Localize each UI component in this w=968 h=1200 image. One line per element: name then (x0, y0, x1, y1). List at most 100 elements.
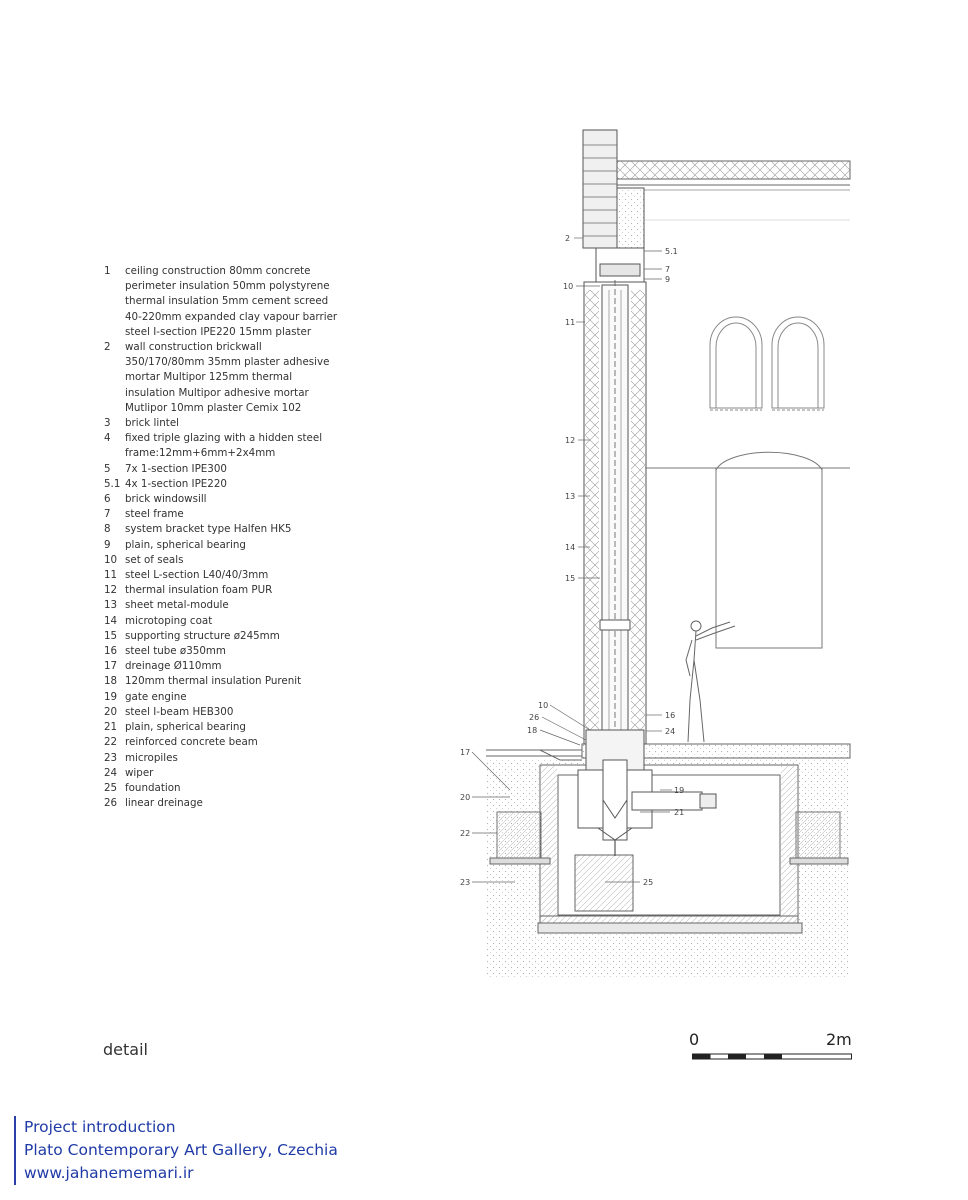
legend-text: brick lintel (125, 417, 180, 430)
legend-number: 4 (104, 432, 111, 445)
legend-number: 17 (104, 660, 118, 673)
gallery-opening (645, 451, 850, 649)
legend-item: 24 wiper (104, 766, 344, 781)
legend-number: 19 (104, 690, 118, 703)
steel-frame (599, 263, 641, 277)
callout-label: 15 (565, 574, 575, 583)
legend-item: 19 gate engine (104, 690, 344, 705)
legend-text: thermal insulation foam PUR (125, 584, 273, 597)
legend-item: 2 wall construction brickwall 350/170/80m… (104, 340, 344, 416)
gate-engine-motor (699, 793, 717, 809)
arched-window (709, 316, 763, 411)
callout-label: 21 (674, 808, 684, 817)
callout-label: 10 (538, 701, 548, 710)
legend-number: 2 (104, 341, 111, 354)
credit-website-link[interactable]: www.jahanememari.ir (24, 1164, 194, 1182)
legend-text: plain, spherical bearing (125, 721, 246, 734)
coupler (599, 619, 631, 631)
legend-text: wall construction brickwall 350/170/80mm… (125, 341, 330, 414)
callout-label: 2 (565, 234, 570, 243)
credit-block: Project introduction Plato Contemporary … (14, 1116, 338, 1185)
legend-number: 26 (104, 797, 118, 810)
human-figure (685, 620, 736, 743)
legend-text: micropiles (125, 751, 178, 764)
callout-label: 13 (565, 492, 575, 501)
callout-label: 24 (665, 727, 675, 736)
legend-item: 26 linear dreinage (104, 796, 344, 811)
callout-label: 7 (665, 265, 670, 274)
credit-title: Project introduction (24, 1118, 176, 1136)
legend-number: 13 (104, 599, 118, 612)
legend-number: 25 (104, 781, 118, 794)
brick-courses (583, 144, 617, 237)
callout-label: 22 (460, 829, 470, 838)
callout-label: 17 (460, 748, 470, 757)
legend-item: 1 ceiling construction 80mm concrete peri… (104, 264, 344, 340)
callout-label: 16 (665, 711, 675, 720)
legend-number: 24 (104, 766, 118, 779)
legend-text: brick windowsill (125, 493, 207, 506)
legend-item: 21 plain, spherical bearing (104, 720, 344, 735)
foundation (574, 854, 634, 912)
callout-label: 23 (460, 878, 470, 887)
scale-start-label: 0 (689, 1030, 700, 1049)
legend-number: 21 (104, 721, 118, 734)
legend-number: 9 (104, 538, 111, 551)
legend-text: linear dreinage (125, 797, 203, 810)
callout-label: 11 (565, 318, 575, 327)
legend-text: plain, spherical bearing (125, 538, 246, 551)
legend-text: steel frame (125, 508, 184, 521)
legend-number: 18 (104, 675, 118, 688)
callout-label: 19 (674, 786, 684, 795)
i-beam (789, 857, 849, 865)
callout-label: 5.1 (665, 247, 678, 256)
legend-item: 9 plain, spherical bearing (104, 538, 344, 553)
legend-text: microtoping coat (125, 614, 213, 627)
ceiling-slab (615, 160, 851, 180)
cone (602, 799, 628, 819)
legend: 1 ceiling construction 80mm concrete peri… (104, 264, 344, 811)
legend-number: 23 (104, 751, 118, 764)
legend-text: steel L-section L40/40/3mm (125, 569, 269, 582)
legend-text: steel I-beam HEB300 (125, 705, 234, 718)
i-beam (489, 857, 551, 865)
insulation-right (631, 290, 645, 730)
insulation-left (585, 290, 599, 730)
drainage-pipe (486, 749, 582, 761)
legend-text: reinforced concrete beam (125, 736, 258, 749)
legend-text: 7x 1-section IPE300 (125, 462, 227, 475)
legend-text: sheet metal-module (125, 599, 229, 612)
drawing-caption: detail (103, 1040, 148, 1059)
legend-item: 23 micropiles (104, 751, 344, 766)
legend-text: set of seals (125, 553, 184, 566)
legend-number: 8 (104, 523, 111, 536)
callout-label: 25 (643, 878, 653, 887)
concrete-beam (496, 811, 542, 859)
callout-label: 18 (527, 726, 537, 735)
legend-text: steel tube ø350mm (125, 645, 226, 658)
callout-label: 26 (529, 713, 539, 722)
callout-label: 20 (460, 793, 470, 802)
legend-text: wiper (125, 766, 154, 779)
lower-tube (602, 759, 628, 841)
legend-item: 13 sheet metal-module (104, 598, 344, 613)
pit-wall-fill (781, 766, 797, 932)
legend-text: foundation (125, 781, 181, 794)
callout-label: 14 (565, 543, 575, 552)
legend-text: gate engine (125, 690, 187, 703)
legend-text: ceiling construction 80mm concrete perim… (125, 265, 338, 338)
legend-number: 1 (104, 265, 111, 277)
callout-label: 12 (565, 436, 575, 445)
legend-text: 4x 1-section IPE220 (125, 477, 227, 490)
